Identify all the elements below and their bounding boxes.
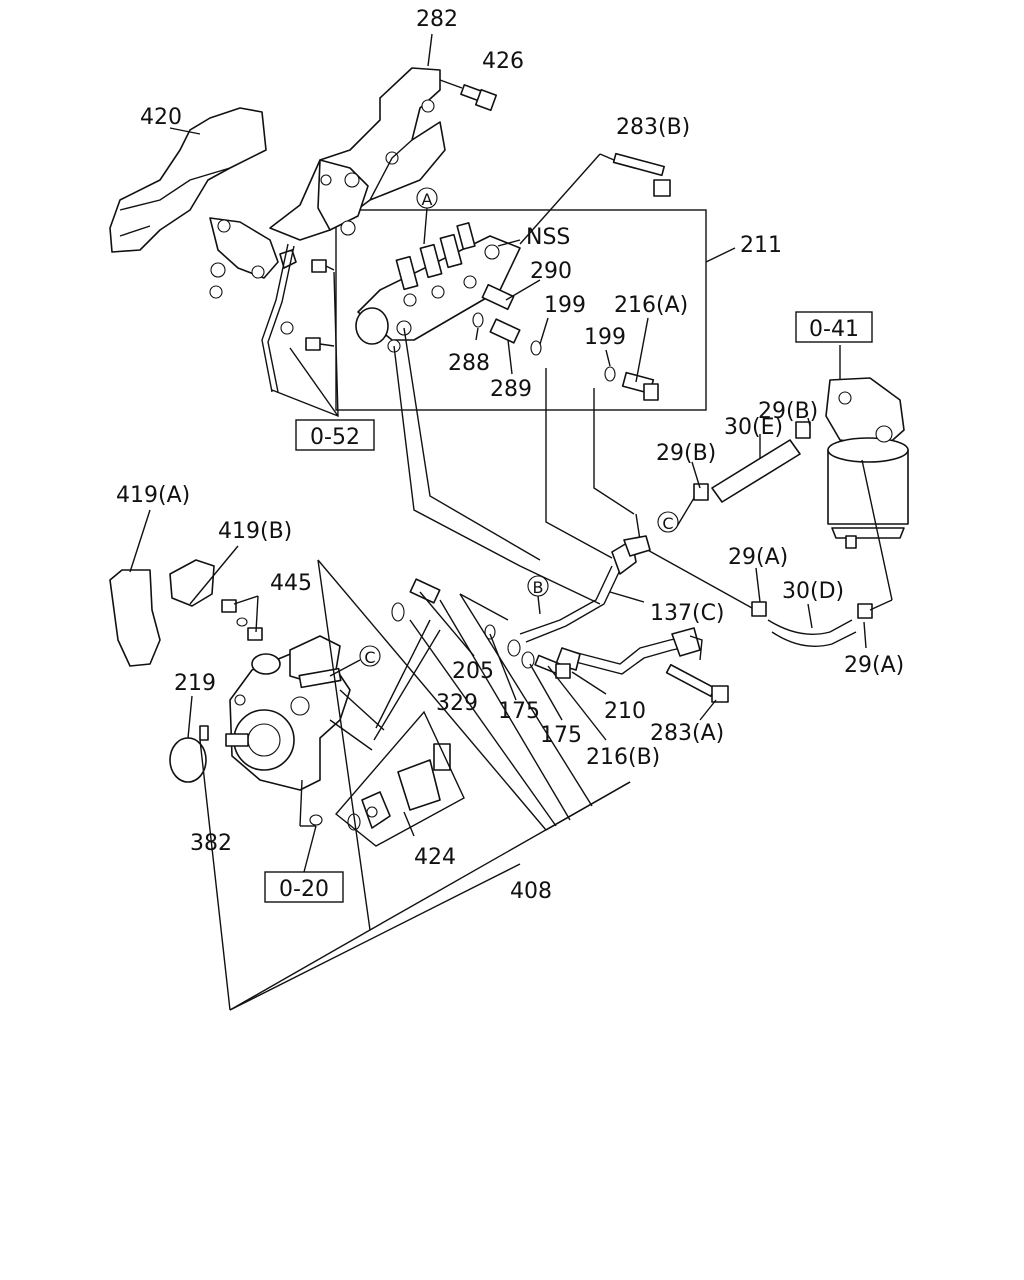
box-211-leader [705, 247, 736, 263]
hose-30e [693, 421, 811, 503]
label-426: 426 [482, 49, 524, 74]
label-329: 329 [436, 691, 478, 716]
label-282: 282 [416, 7, 458, 32]
label-445: 445 [270, 571, 312, 596]
washer-288 [472, 312, 484, 328]
callout-c-lower-label: C [364, 648, 375, 667]
label-nss: NSS [526, 225, 570, 250]
part-labels: 282 426 420 283(B) 211 NSS 290 199 216(A… [116, 7, 904, 904]
bolt-283b [519, 152, 671, 245]
label-29a-upper: 29(A) [728, 545, 788, 570]
injection-pump [225, 635, 351, 791]
callout-c-upper [657, 511, 679, 533]
common-rail [355, 222, 521, 353]
eyebolt-216a [621, 371, 659, 401]
oring-top [391, 602, 405, 622]
cover-419a [109, 569, 161, 667]
label-419a: 419(A) [116, 483, 190, 508]
bracket-bolts [305, 259, 335, 351]
ref-label-052: 0-52 [310, 425, 360, 450]
callout-c-lower [359, 645, 381, 667]
leak-off-pipe [261, 243, 295, 393]
label-211: 211 [740, 233, 782, 258]
fastener-445 [221, 599, 263, 641]
nut-020 [309, 814, 323, 826]
washer-175a [507, 639, 521, 657]
ref-label-020: 0-20 [279, 877, 329, 902]
ref-box-041 [795, 311, 873, 343]
label-216a: 216(A) [614, 293, 688, 318]
label-216b: 216(B) [586, 745, 660, 770]
ref052-leader [271, 271, 339, 418]
label-289: 289 [490, 377, 532, 402]
label-leaders [129, 33, 867, 837]
label-288: 288 [448, 351, 490, 376]
bolt-283a [665, 663, 729, 703]
label-29b-upper: 29(B) [758, 399, 818, 424]
label-29a-lower: 29(A) [844, 653, 904, 678]
ref-box-052 [295, 419, 375, 451]
callout-c-upper-label: C [662, 514, 673, 533]
washer-329 [484, 624, 496, 640]
label-175b: 175 [540, 723, 582, 748]
ref-label-041: 0-41 [809, 317, 859, 342]
label-382: 382 [190, 831, 232, 856]
label-199a: 199 [544, 293, 586, 318]
washer-199b [604, 366, 616, 382]
label-30e: 30(E) [724, 415, 783, 440]
label-205: 205 [452, 659, 494, 684]
relief-valve-289 [489, 318, 521, 344]
label-424: 424 [414, 845, 456, 870]
label-290: 290 [530, 259, 572, 284]
label-219: 219 [174, 671, 216, 696]
valve-424-bracket [334, 710, 465, 847]
engine-bracket [269, 67, 446, 241]
hose-30d [751, 601, 873, 647]
label-408: 408 [510, 879, 552, 904]
callout-b-label: B [533, 578, 544, 597]
washer-199a [530, 340, 542, 356]
fuel-filter [825, 345, 909, 549]
valve-424 [347, 743, 451, 831]
label-29b-lower: 29(B) [656, 441, 716, 466]
key-382 [199, 725, 209, 741]
shield-420 [109, 107, 267, 253]
label-419b: 419(B) [218, 519, 292, 544]
rail-pipe-leaders [393, 327, 641, 605]
label-175a: 175 [498, 699, 540, 724]
pressure-sensor-290 [481, 283, 515, 311]
label-210: 210 [604, 699, 646, 724]
label-137c: 137(C) [650, 601, 725, 626]
cover-419b [169, 559, 215, 607]
bolt-426 [439, 79, 498, 112]
callout-a-label: A [422, 190, 433, 209]
ref-box-020 [264, 871, 344, 903]
assembly-leaders [199, 559, 631, 1011]
label-420: 420 [140, 105, 182, 130]
washer-175b [521, 651, 535, 669]
label-199b: 199 [584, 325, 626, 350]
fitting-205 [409, 578, 441, 604]
label-283a: 283(A) [650, 721, 724, 746]
label-283b: 283(B) [616, 115, 690, 140]
eyebolt-216b [534, 654, 571, 679]
label-30d: 30(D) [782, 579, 844, 604]
